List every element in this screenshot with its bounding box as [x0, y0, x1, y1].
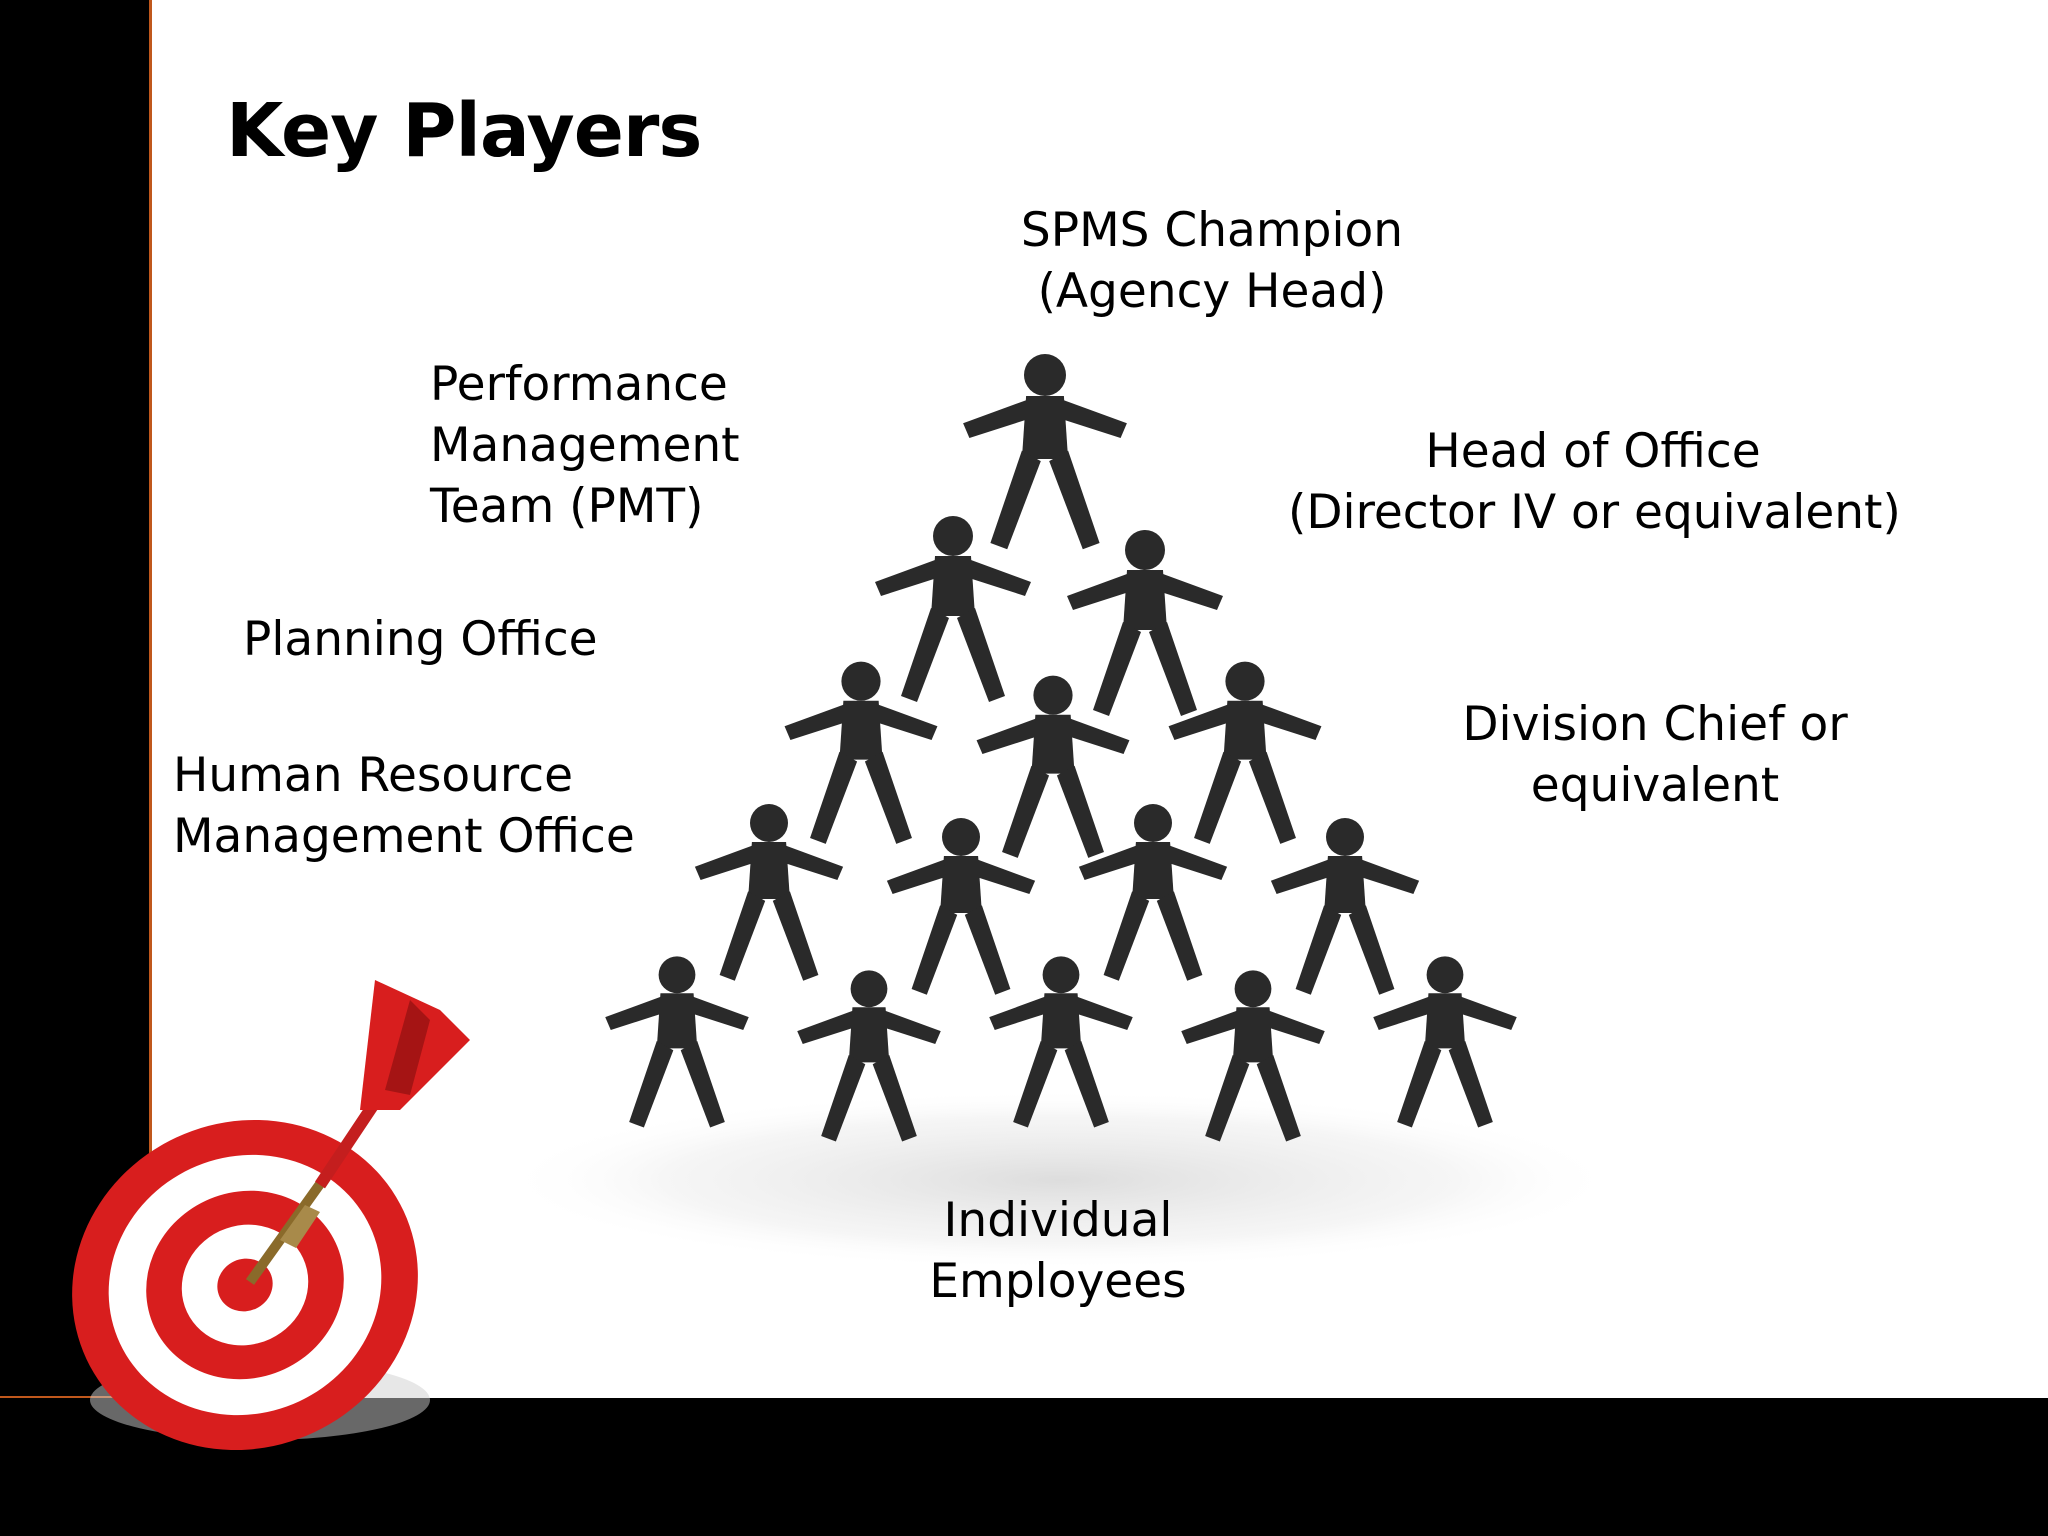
label-head-of-office: Head of Office (Director IV or equivalen…: [1288, 421, 1901, 543]
left-frame-bar: [0, 0, 152, 1398]
label-line: Individual: [943, 1193, 1173, 1248]
label-line: Head of Office: [1425, 424, 1761, 479]
label-line: Employees: [929, 1254, 1187, 1309]
slide-title: Key Players: [226, 88, 702, 174]
label-line: Team (PMT): [430, 479, 704, 534]
label-human-resource-management-office: Human Resource Management Office: [173, 745, 635, 867]
label-line: Management Office: [173, 809, 635, 864]
label-individual-employees: Individual Employees: [878, 1190, 1238, 1312]
label-division-chief: Division Chief or equivalent: [1440, 694, 1870, 816]
label-line: (Director IV or equivalent): [1288, 485, 1901, 540]
label-planning-office: Planning Office: [243, 609, 598, 670]
label-line: Management: [430, 418, 740, 473]
label-performance-management-team: Performance Management Team (PMT): [430, 354, 740, 537]
label-line: Human Resource: [173, 748, 573, 803]
label-line: equivalent: [1530, 758, 1780, 813]
dart-icon: [245, 980, 470, 1285]
label-spms-champion: SPMS Champion (Agency Head): [1012, 200, 1412, 322]
label-line: SPMS Champion: [1020, 203, 1404, 258]
label-line: Performance: [430, 357, 728, 412]
label-line: Division Chief or: [1462, 697, 1848, 752]
label-line: Planning Office: [243, 612, 598, 667]
label-line: (Agency Head): [1037, 264, 1387, 319]
target-icon: [72, 1119, 418, 1451]
